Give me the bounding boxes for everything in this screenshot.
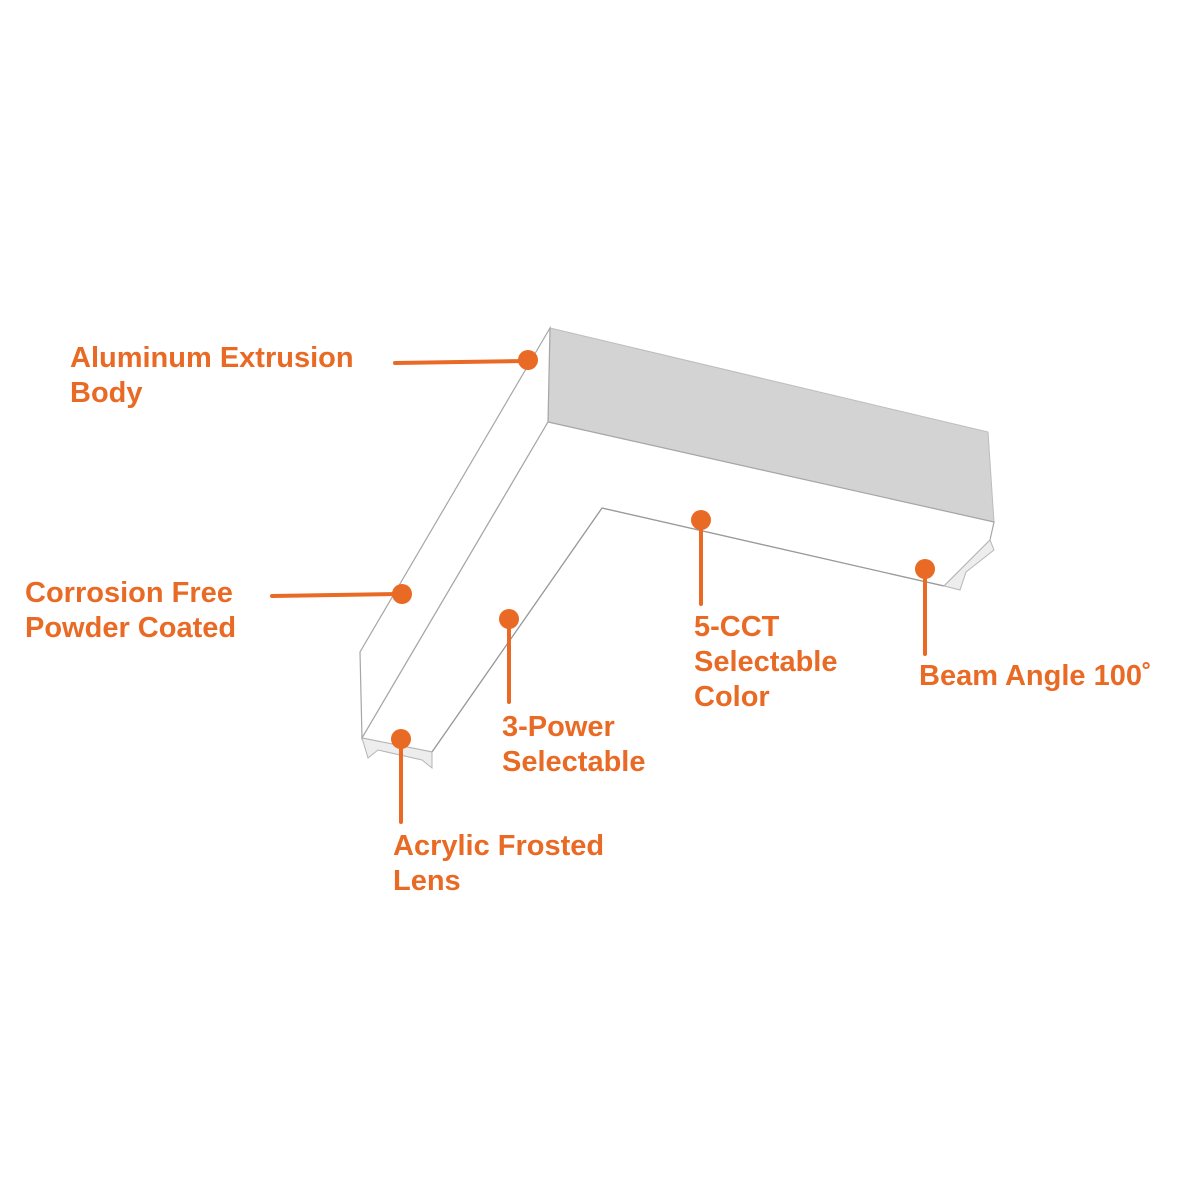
callout-text-line: Beam Angle 100˚	[919, 660, 1152, 692]
callout-text-line: Selectable	[502, 746, 646, 778]
callout-text-line: Acrylic Frosted	[393, 830, 605, 862]
callout-text-line: 3-Power	[502, 711, 615, 743]
callout-dot-cct	[691, 510, 711, 530]
callout-text-line: Lens	[393, 865, 461, 897]
callout-dot-acrylic	[391, 729, 411, 749]
callout-dot-corrosion	[392, 584, 412, 604]
callout-dot-power	[499, 609, 519, 629]
callout-acrylic-lens: Acrylic Frosted Lens	[393, 829, 604, 899]
fixture-end-cap-right	[943, 539, 995, 591]
leader-line-corrosion	[270, 592, 402, 598]
callout-dot-beam	[915, 559, 935, 579]
callout-three-power: 3-Power Selectable	[502, 710, 645, 780]
callout-text-line: Powder Coated	[25, 612, 237, 644]
callout-five-cct: 5-CCT Selectable Color	[694, 610, 837, 715]
callout-text-line: 5-CCT	[694, 611, 780, 643]
callout-text-line: Selectable	[694, 646, 838, 678]
fixture-inner-edge	[601, 507, 945, 587]
leader-line-aluminum	[393, 359, 530, 365]
callout-dot-aluminum	[518, 350, 538, 370]
fixture-inner-edge-left	[431, 507, 603, 753]
callout-beam-angle: Beam Angle 100˚	[919, 659, 1152, 694]
callout-corrosion-free: Corrosion Free Powder Coated	[25, 576, 236, 646]
callout-text-line: Aluminum Extrusion	[70, 342, 354, 374]
fixture-end-cap-left	[361, 737, 433, 770]
callout-text-line: Corrosion Free	[25, 577, 233, 609]
callout-aluminum-body: Aluminum Extrusion Body	[70, 341, 354, 411]
callout-text-line: Color	[694, 681, 770, 713]
callout-text-line: Body	[70, 377, 143, 409]
